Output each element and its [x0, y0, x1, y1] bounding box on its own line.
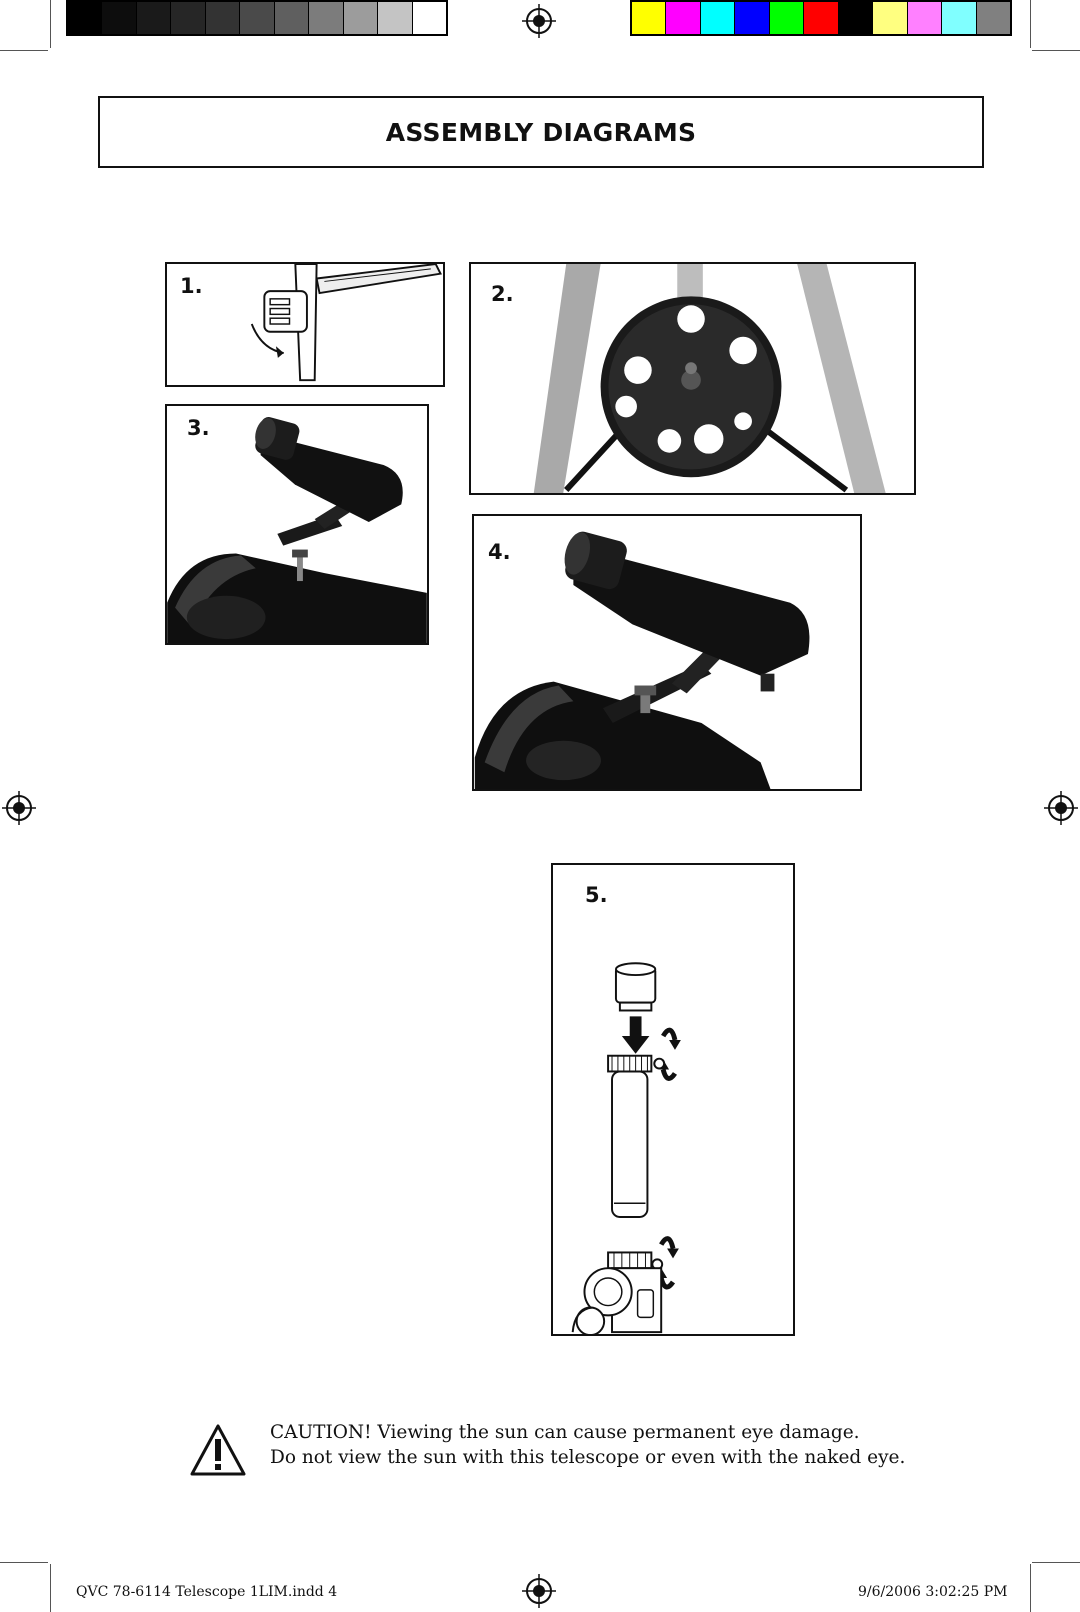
figure-3: 3.: [165, 404, 429, 645]
color-swatch: [412, 2, 446, 34]
figure-4-label: 4.: [488, 540, 511, 564]
crop-mark: [50, 0, 51, 48]
finder-scope-bracket-illustration: [167, 417, 427, 643]
color-swatch: [700, 2, 736, 34]
title-box: ASSEMBLY DIAGRAMS: [98, 96, 984, 168]
color-swatch: [102, 2, 137, 34]
color-swatch: [274, 2, 310, 34]
registration-mark-icon: [2, 791, 36, 825]
registration-mark-icon: [522, 4, 556, 38]
color-swatch: [804, 2, 839, 34]
color-swatch: [907, 2, 943, 34]
finder-scope-mounted-illustration: [474, 531, 810, 789]
color-swatch: [378, 2, 413, 34]
color-swatch: [171, 2, 206, 34]
figure-5: 5.: [551, 863, 795, 1336]
color-swatch: [873, 2, 908, 34]
crop-mark: [0, 50, 48, 51]
tripod-leg-clamp-illustration: [250, 264, 442, 382]
registration-mark-icon: [1044, 791, 1078, 825]
crop-mark: [50, 1564, 51, 1612]
figure-3-label: 3.: [187, 416, 210, 440]
crop-mark: [1032, 1562, 1080, 1563]
grayscale-calibration-bar: [66, 0, 448, 36]
figure-4: 4.: [472, 514, 862, 791]
figure-2-label: 2.: [491, 282, 514, 306]
figure-1: 1.: [165, 262, 445, 387]
color-swatch: [976, 2, 1010, 34]
color-swatch: [343, 2, 379, 34]
color-swatch: [632, 2, 667, 34]
color-swatch: [68, 2, 103, 34]
caution-line-2: Do not view the sun with this telescope …: [270, 1447, 906, 1468]
page-title: ASSEMBLY DIAGRAMS: [385, 117, 697, 147]
color-swatch: [240, 2, 275, 34]
color-swatch: [735, 2, 770, 34]
figure-1-label: 1.: [180, 274, 203, 298]
crop-mark: [0, 1562, 48, 1563]
crop-mark: [1032, 50, 1080, 51]
accessory-tray-illustration: [533, 264, 886, 493]
crop-mark: [1030, 1564, 1031, 1612]
color-swatch: [942, 2, 977, 34]
caution-line-1: CAUTION! Viewing the sun can cause perma…: [270, 1422, 860, 1443]
caution-notice: CAUTION! Viewing the sun can cause perma…: [270, 1420, 906, 1470]
warning-triangle-icon: [190, 1424, 246, 1476]
crop-mark: [1030, 0, 1031, 48]
figure-2: 2.: [469, 262, 916, 495]
color-swatch: [838, 2, 874, 34]
color-swatch: [309, 2, 344, 34]
color-swatch: [666, 2, 701, 34]
figure-5-label: 5.: [585, 883, 608, 907]
color-calibration-bar: [630, 0, 1012, 36]
footer-timestamp: 9/6/2006 3:02:25 PM: [858, 1584, 1008, 1600]
color-swatch: [136, 2, 172, 34]
color-swatch: [205, 2, 241, 34]
color-swatch: [769, 2, 805, 34]
eyepiece-insertion-illustration: [571, 962, 681, 1334]
registration-mark-icon: [522, 1574, 556, 1608]
footer-filename: QVC 78-6114 Telescope 1LIM.indd 4: [76, 1584, 338, 1600]
